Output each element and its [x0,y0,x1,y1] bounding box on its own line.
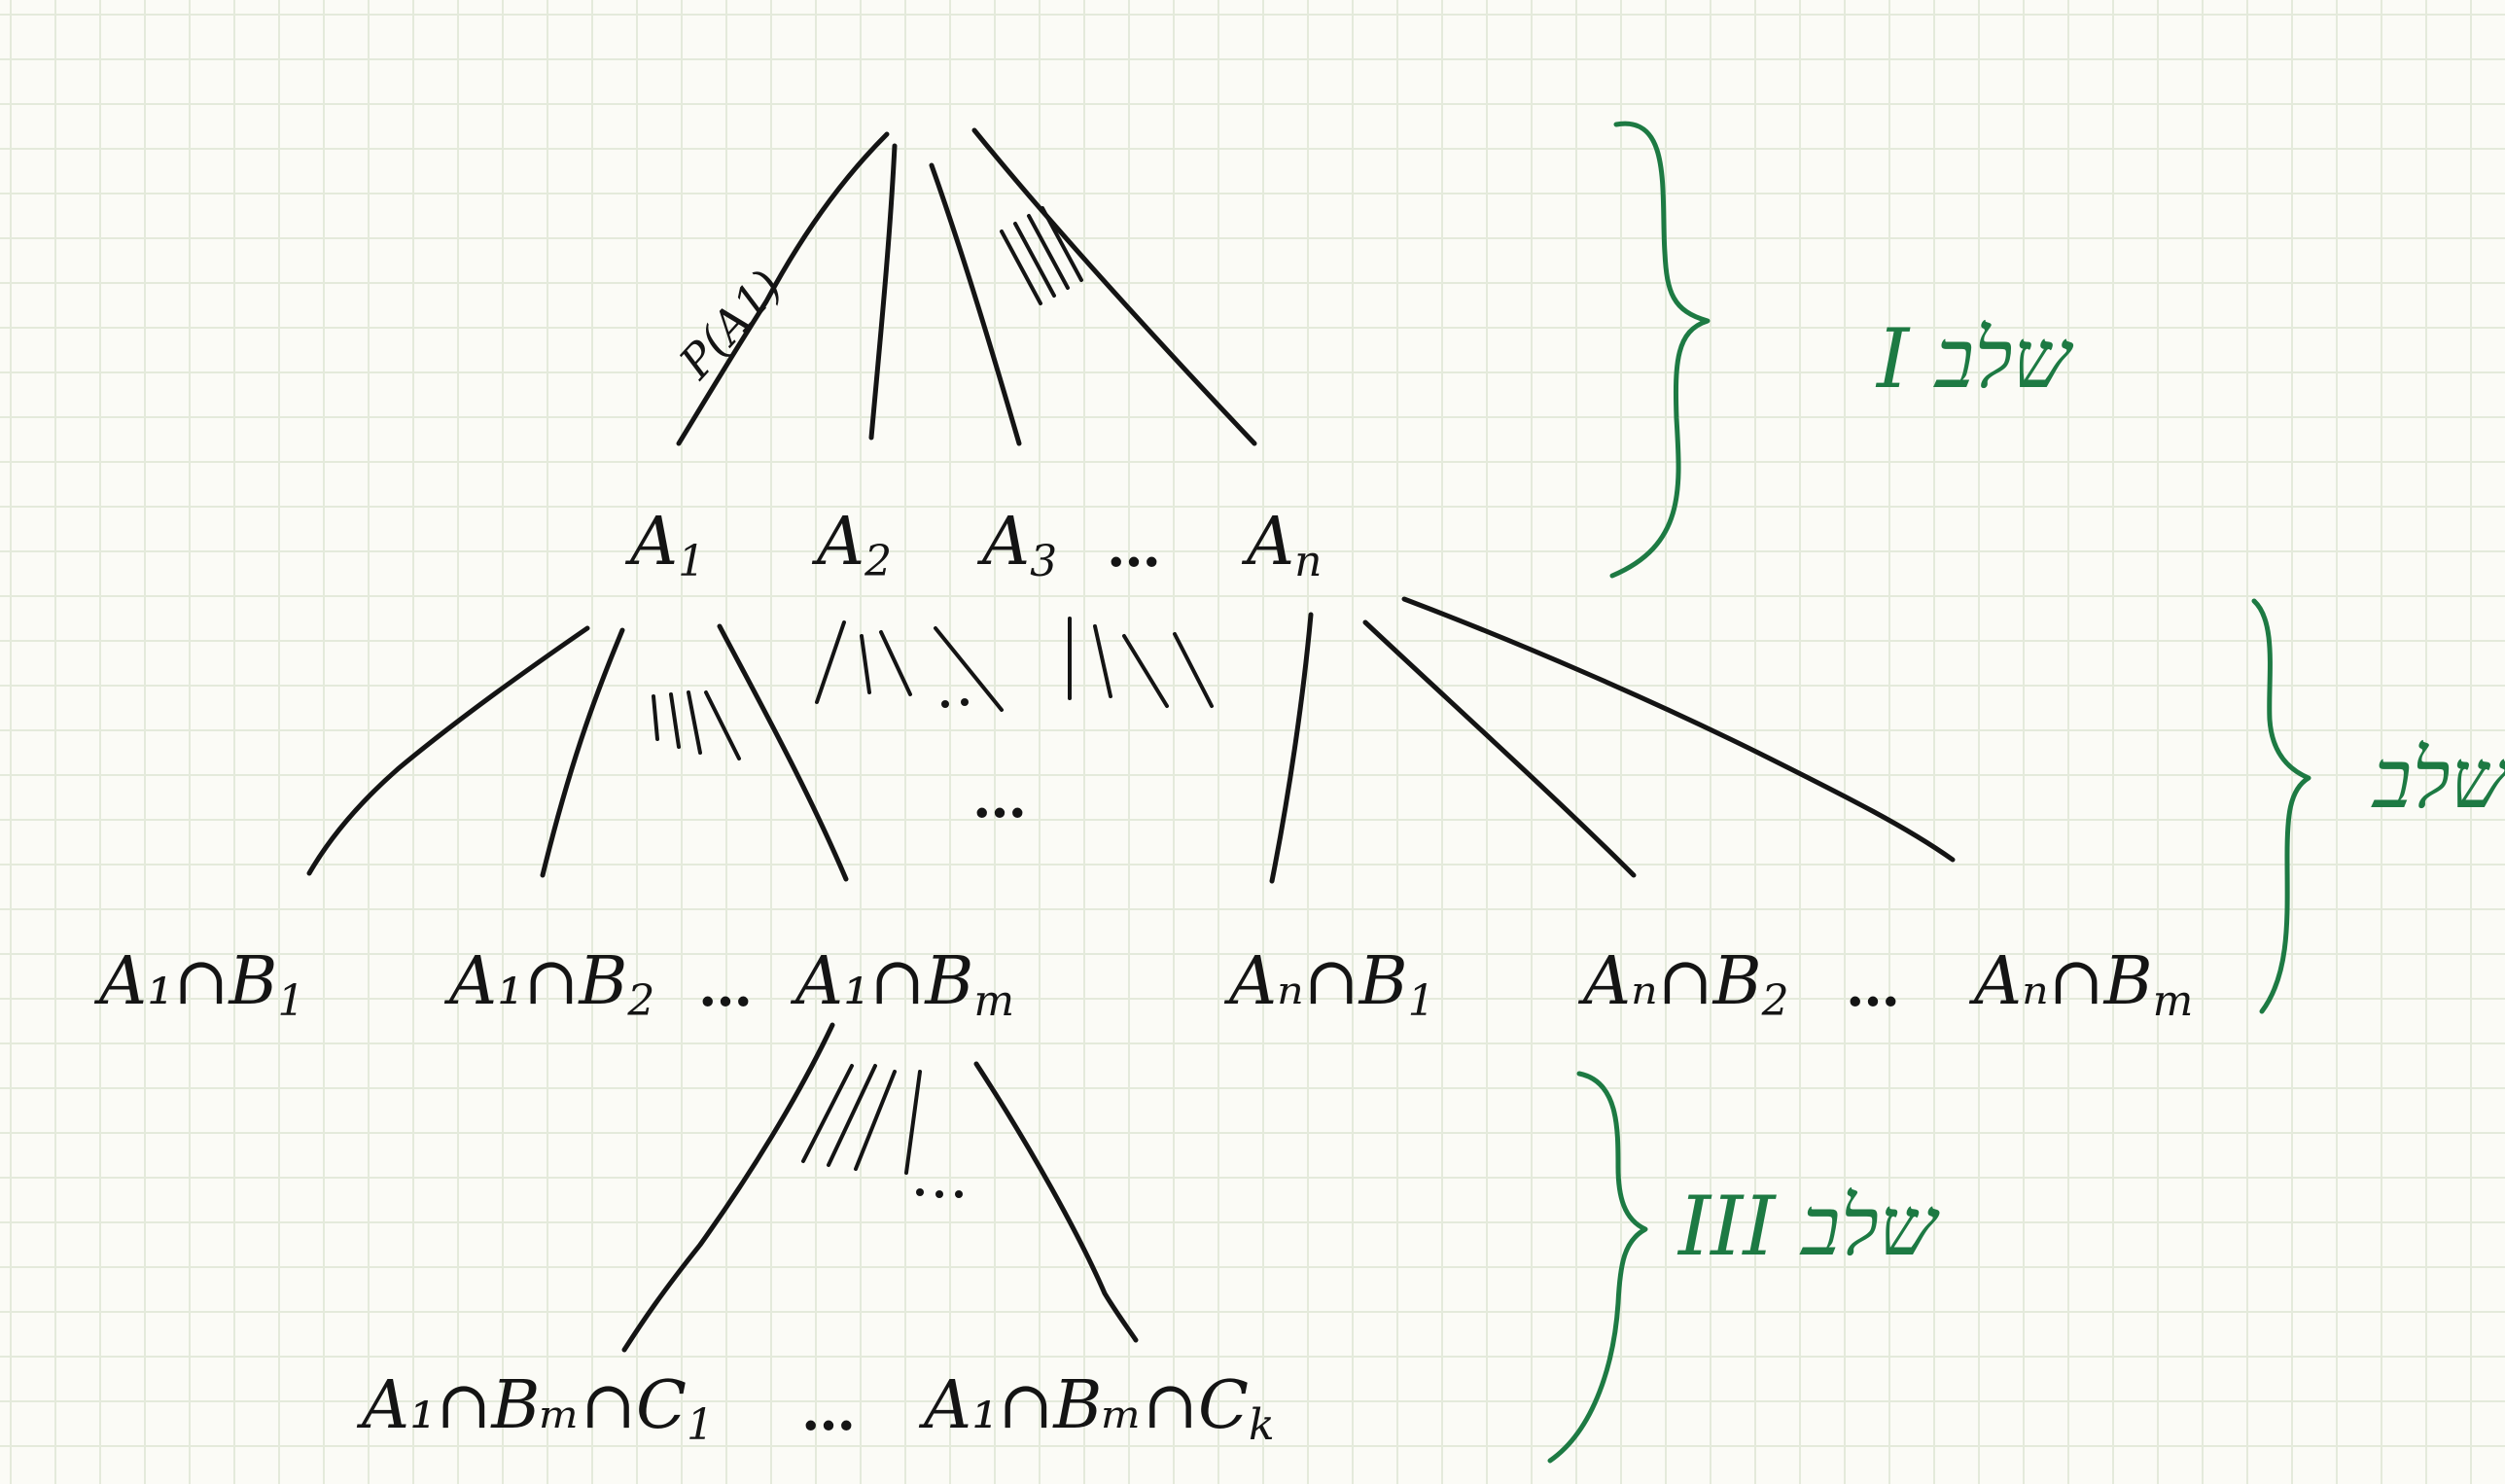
level2-label: שלב II [2371,731,2505,827]
level3-nodes: A₁∩Bₘ∩C1 … A₁∩Bₘ∩Ck [356,1367,1275,1450]
node-an-b2: Aₙ∩B2 [1577,943,1789,1026]
node-a1-bm-c1: A₁∩Bₘ∩C1 [356,1367,714,1450]
hatch-marks-a2 [815,620,1004,712]
brace-level3 [1547,1071,1648,1464]
node-a1: A1 [624,504,705,586]
level1-nodes: A1 A2 A3 … An [624,504,1322,586]
edge-an-b2 [1362,619,1637,878]
node-a-ellipsis: … [1107,515,1161,580]
edge-an-b1 [1269,612,1314,884]
edge-an-bm [1401,596,1956,863]
level1-hatch-marks [1000,206,1083,305]
node-a1-bm: A₁∩Bm [790,943,1014,1026]
edge-a1-bm [717,623,849,882]
node-an-bm: Aₙ∩Bm [1968,943,2193,1026]
level2-edges: … [306,596,1956,884]
node-a1-b2: A₁∩B2 [443,943,654,1026]
level1-label: I שלב [1875,311,2074,406]
node-a3: A3 [976,504,1057,586]
node-a1-b-ellipsis: … [698,955,753,1019]
edge-root-a3 [929,162,1022,446]
node-a1-bm-ck: A₁∩Bₘ∩Ck [918,1367,1275,1450]
edge-a1-b2 [540,627,625,878]
level1-edges: P(A1) [668,127,1257,446]
brace-level1 [1609,121,1711,579]
node-an-b-ellipsis: … [1846,955,1900,1019]
edge-bm-c1 [621,1022,835,1353]
node-an-b1: Aₙ∩B1 [1223,943,1435,1026]
node-a2: A2 [811,504,892,586]
level3-label: III שלב [1676,1179,1940,1274]
edge-label-p-a1: P(A1) [668,260,792,389]
hatch-marks-a1 [652,690,741,760]
edge-bm-ck [973,1061,1139,1343]
hatch-marks-bm [801,1064,963,1198]
edge-root-a1 [676,131,890,446]
node-c-ellipsis: … [801,1379,856,1443]
edge-a1-b1 [306,625,590,876]
level2-middle-dots: … [972,766,1027,830]
brace-level2 [2251,598,2311,1014]
node-an: An [1241,504,1322,586]
node-a1-b1: A₁∩B1 [93,943,304,1026]
edge-root-an [971,127,1257,446]
level3-edges [621,1022,1139,1353]
edge-root-a2 [868,143,898,441]
hatch-marks-a3 [1068,617,1214,708]
level2-nodes: A₁∩B1 A₁∩B2 … A₁∩Bm Aₙ∩B1 Aₙ∩B2 … Aₙ∩Bm [93,943,2193,1026]
level-annotations: I שלב שלב II III שלב [1547,121,2505,1464]
